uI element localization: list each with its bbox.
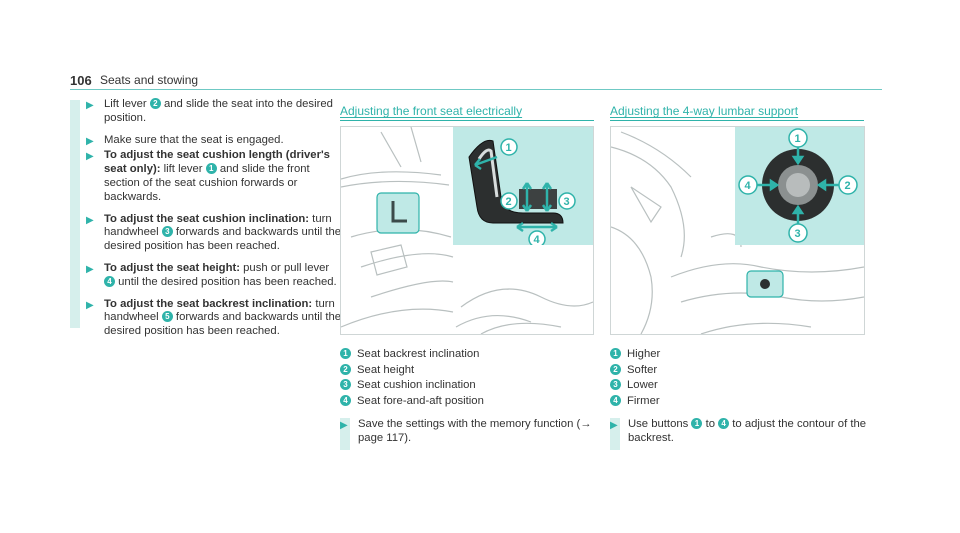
lumbar-switch-illustration: 1 2 3 4 <box>738 128 858 243</box>
lumbar-tip: ▶ Use buttons 1 to 4 to adjust the conto… <box>610 418 867 444</box>
svg-text:3: 3 <box>795 228 801 240</box>
section-title: Seats and stowing <box>100 73 199 87</box>
seat-control-panel: 1 2 3 4 <box>453 127 593 248</box>
step-1: ▶ Lift lever 2 and slide the seat into t… <box>86 98 333 124</box>
step-5: ▶ To adjust the seat height: push or pul… <box>86 261 337 288</box>
front-seat-illustration <box>341 127 593 334</box>
svg-text:4: 4 <box>745 180 752 192</box>
arrow-icon: ▶ <box>340 420 348 431</box>
lumbar-control-panel: 1 2 3 4 <box>735 127 864 245</box>
lumbar-illustration <box>611 131 864 334</box>
arrow-icon: ▶ <box>610 420 618 431</box>
svg-text:2: 2 <box>845 180 851 192</box>
tip-bar <box>340 418 350 450</box>
arrow-icon: ▶ <box>86 263 94 275</box>
svg-text:3: 3 <box>564 196 570 208</box>
header-divider <box>70 89 882 90</box>
svg-text:4: 4 <box>534 234 541 245</box>
arrow-icon: ▶ <box>86 135 94 147</box>
svg-text:2: 2 <box>506 196 512 208</box>
arrow-icon: ▶ <box>86 299 94 311</box>
instruction-column: ▶ Lift lever 2 and slide the seat into t… <box>70 98 341 347</box>
step-6: ▶ To adjust the seat backrest inclinatio… <box>86 297 342 338</box>
tip-bar <box>610 418 620 450</box>
svg-text:1: 1 <box>795 133 801 145</box>
step-2: ▶ Make sure that the seat is engaged. <box>86 133 284 147</box>
front-seat-tip: ▶ Save the settings with the memory func… <box>340 418 592 444</box>
front-seat-title: Adjusting the front seat electrically <box>340 104 523 118</box>
front-seat-rule <box>340 120 594 121</box>
seat-switch-illustration: 1 2 3 4 <box>468 138 576 248</box>
instruction-bar <box>70 100 80 328</box>
lumbar-title: Adjusting the 4-way lumbar support <box>610 104 799 118</box>
page-number: 106 <box>70 73 92 88</box>
arrow-icon: ▶ <box>86 214 94 226</box>
arrow-icon: ▶ <box>86 151 94 163</box>
front-seat-figure: 1 2 3 4 <box>340 126 594 335</box>
lumbar-figure: 1 2 3 4 <box>610 126 865 335</box>
step-3: ▶ To adjust the seat cushion length (dri… <box>86 149 330 203</box>
step-4: ▶ To adjust the seat cushion inclination… <box>86 212 342 253</box>
svg-text:1: 1 <box>506 142 512 154</box>
arrow-icon: ▶ <box>86 100 94 111</box>
lumbar-rule <box>610 120 864 121</box>
